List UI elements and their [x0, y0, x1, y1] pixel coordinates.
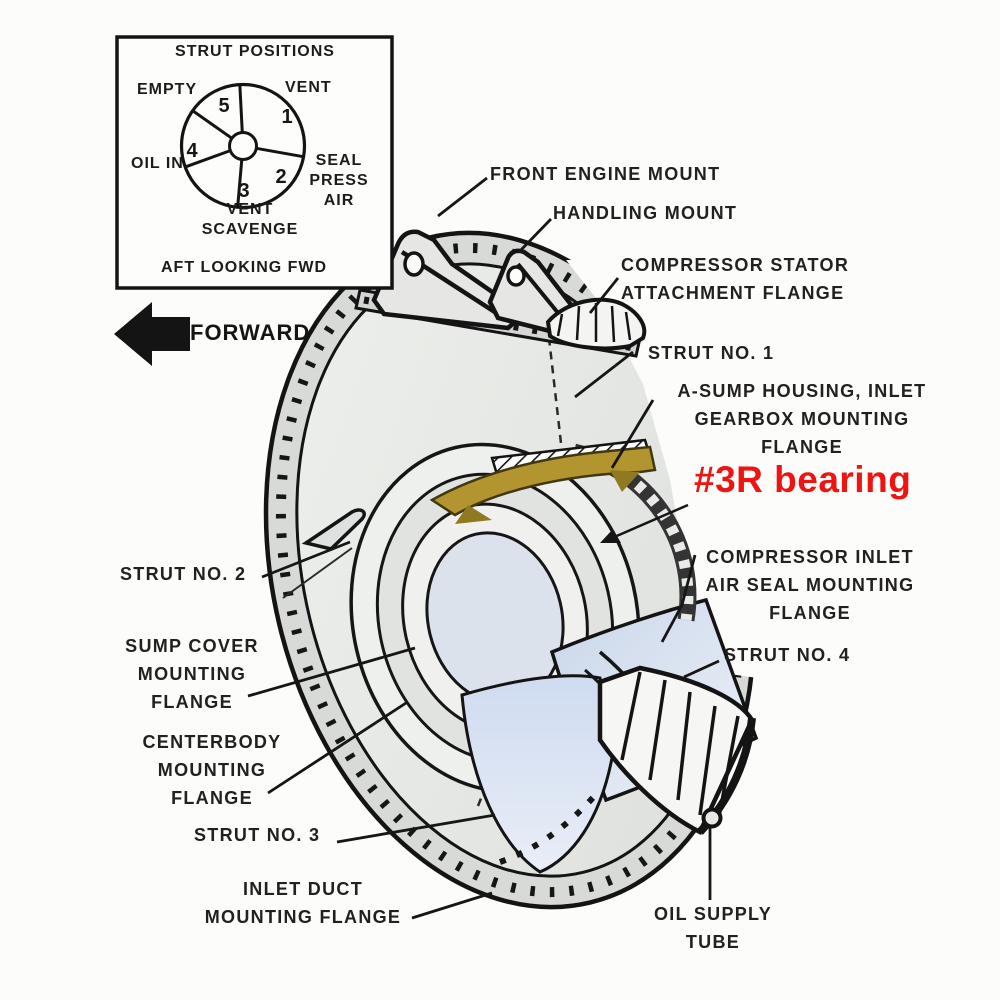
strut-position-1: 1: [281, 106, 292, 128]
strut-positions-inset: 1 2 3 4 5: [115, 35, 394, 290]
callout-strut-no-4: STRUT NO. 4: [724, 645, 851, 665]
forward-arrow-icon: [114, 302, 190, 366]
leader-strut-2: [261, 540, 351, 579]
callout-handling-mount: HANDLING MOUNT: [553, 203, 738, 223]
inlet-duct-wall: [460, 674, 614, 874]
leader-a-sump: [610, 399, 655, 469]
leader-lines: [247, 176, 720, 920]
cutaway-region: [566, 260, 950, 705]
strut-position-2: 2: [275, 166, 286, 188]
callout-inlet-duct-mounting-flange: INLET DUCT MOUNTING FLANGE: [204, 879, 402, 927]
stator-attachment-flange: [545, 297, 647, 351]
forward-label: FORWARD: [190, 320, 311, 345]
leader-sump-cover: [247, 646, 416, 698]
leader-compressor-stator: [588, 277, 620, 314]
leader-inlet-duct: [411, 891, 493, 920]
leader-strut-1: [574, 350, 634, 399]
wheel-label-empty: EMPTY: [137, 81, 198, 98]
leader-centerbody: [267, 701, 407, 795]
stator-fan: [597, 665, 756, 836]
gearbox-flange-gold: [429, 438, 657, 524]
strut-wheel: [179, 82, 307, 210]
hub-vane: [301, 508, 366, 551]
bearing-arrow: [600, 503, 689, 543]
callout-oil-supply-tube: OIL SUPPLY TUBE: [653, 904, 773, 952]
callout-compressor-inlet-air-seal: COMPRESSOR INLET AIR SEAL MOUNTING FLANG…: [705, 547, 915, 623]
oil-supply-tube-fitting: [701, 807, 723, 829]
callout-strut-no-3: STRUT NO. 3: [194, 825, 321, 845]
leader-front-engine-mount: [437, 176, 488, 218]
wheel-label-oil-in: OIL IN: [131, 155, 184, 172]
strut-position-3: 3: [238, 180, 249, 202]
callout-a-sump-housing: A-SUMP HOUSING, INLET GEARBOX MOUNTING F…: [677, 381, 927, 457]
callout-centerbody-mounting-flange: CENTERBODY MOUNTING FLANGE: [142, 732, 282, 808]
callout-compressor-stator-attachment-flange: COMPRESSOR STATOR ATTACHMENT FLANGE: [621, 255, 850, 303]
callout-strut-no-1: STRUT NO. 1: [648, 343, 775, 363]
front-engine-mount-bracket: [371, 229, 528, 331]
inset-title: STRUT POSITIONS: [175, 43, 335, 60]
strut-position-4: 4: [186, 140, 198, 162]
leader-handling-mount: [517, 218, 553, 253]
strut-position-5: 5: [218, 95, 229, 117]
leader-strut-3: [336, 813, 496, 844]
duct-wall-bolt-dashes: [499, 790, 601, 865]
hub-rings: [349, 442, 641, 794]
wheel-label-vent: VENT: [285, 79, 332, 96]
leader-strut-4: [683, 659, 720, 679]
leader-compressor-inlet: [660, 554, 697, 643]
callout-sump-cover-mounting-flange: SUMP COVER MOUNTING FLANGE: [125, 636, 259, 712]
callout-front-engine-mount: FRONT ENGINE MOUNT: [490, 164, 721, 184]
wheel-label-seal-press-air: SEAL PRESS AIR: [309, 152, 369, 209]
bearing-3r-annotation: #3R bearing: [694, 459, 912, 500]
inset-footer: AFT LOOKING FWD: [161, 259, 328, 276]
wheel-label-vent-scavenge: VENT SCAVENGE: [201, 201, 299, 238]
callout-strut-no-2: STRUT NO. 2: [120, 564, 247, 584]
